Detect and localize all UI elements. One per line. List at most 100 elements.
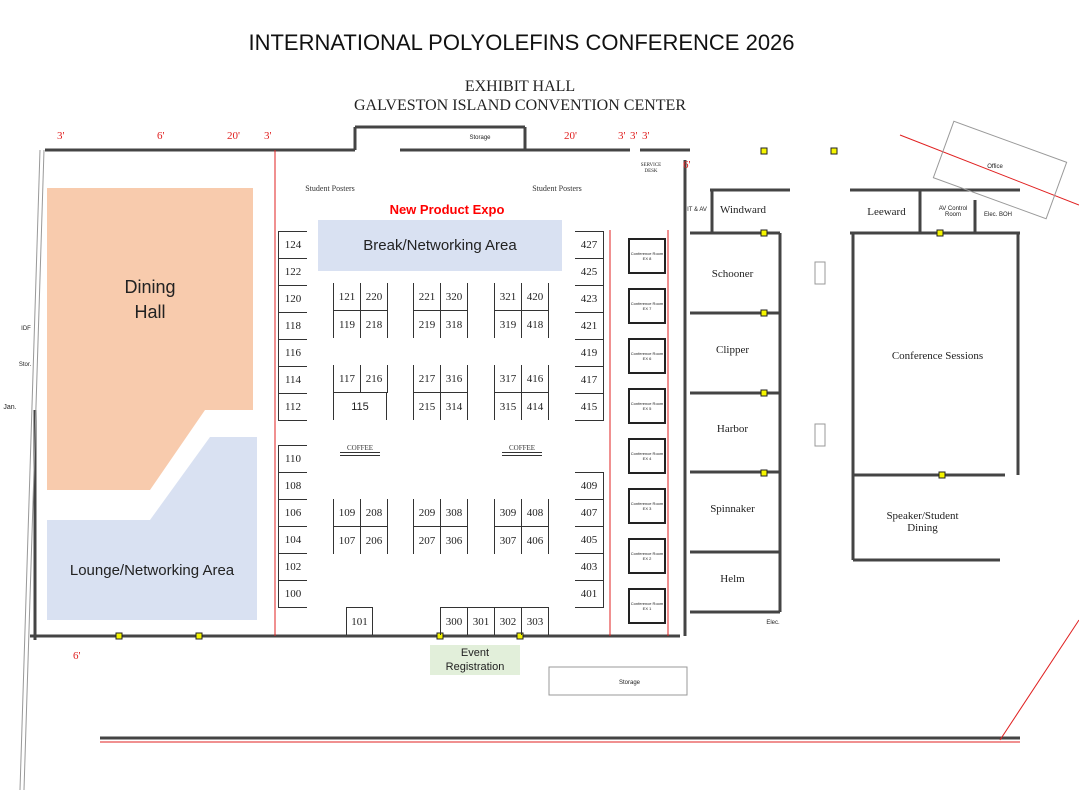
booth[interactable]: 208 [360, 499, 388, 527]
dimension-label: 3' [618, 130, 626, 142]
room-spinnaker: Spinnaker [710, 503, 755, 515]
booth[interactable]: 119 [333, 310, 361, 338]
booth[interactable]: 318 [440, 310, 468, 338]
booth[interactable]: 321 [494, 283, 522, 311]
dining-hall-area [47, 188, 253, 490]
booth[interactable]: 118 [278, 312, 307, 340]
conference-room[interactable]: Conference Room EX 4 [628, 438, 666, 474]
booth[interactable]: 425 [575, 258, 604, 286]
booth[interactable]: 320 [440, 283, 468, 311]
booth[interactable]: 401 [575, 580, 604, 608]
conference-room[interactable]: Conference Room EX 5 [628, 388, 666, 424]
room-av-control: AV Control Room [938, 206, 968, 218]
booth[interactable]: 104 [278, 526, 307, 554]
booth[interactable]: 416 [521, 365, 549, 393]
booth[interactable]: 216 [360, 365, 388, 393]
conference-room[interactable]: Conference Room EX 7 [628, 288, 666, 324]
booth[interactable]: 117 [333, 365, 361, 393]
booth[interactable]: 220 [360, 283, 388, 311]
page-title: INTERNATIONAL POLYOLEFINS CONFERENCE 202… [248, 30, 795, 55]
room-jan: Jan. [3, 404, 17, 411]
booth[interactable]: 418 [521, 310, 549, 338]
room-helm: Helm [720, 573, 745, 585]
dimension-label: 3' [630, 130, 638, 142]
booth[interactable]: 114 [278, 366, 307, 394]
dimension-label: 20' [227, 130, 240, 142]
booth[interactable]: 112 [278, 393, 307, 421]
conference-room[interactable]: Conference Room EX 1 [628, 588, 666, 624]
booth[interactable]: 420 [521, 283, 549, 311]
room-elec-boh: Elec. BOH [983, 212, 1012, 218]
booth[interactable]: 407 [575, 499, 604, 527]
booth[interactable]: 100 [278, 580, 307, 608]
booth[interactable]: 217 [413, 365, 441, 393]
booth[interactable]: 110 [278, 445, 307, 473]
booth[interactable]: 415 [575, 393, 604, 421]
booth[interactable]: 419 [575, 339, 604, 367]
booth[interactable]: 221 [413, 283, 441, 311]
dining-hall-label: Dining Hall [124, 277, 176, 322]
coffee-station-right: COFFEE [502, 444, 542, 456]
booth[interactable]: 406 [521, 526, 549, 554]
room-elec: Elec. [766, 620, 780, 626]
dimension-label: 6' [683, 159, 691, 171]
booth[interactable]: 107 [333, 526, 361, 554]
conference-room[interactable]: Conference Room EX 3 [628, 488, 666, 524]
coffee-station-left: COFFEE [340, 444, 380, 456]
booth[interactable]: 106 [278, 499, 307, 527]
room-schooner: Schooner [711, 268, 754, 280]
booth[interactable]: 109 [333, 499, 361, 527]
booth[interactable]: 300 [440, 607, 468, 635]
venue-title: GALVESTON ISLAND CONVENTION CENTER [354, 97, 686, 114]
booth[interactable]: 319 [494, 310, 522, 338]
booth[interactable]: 309 [494, 499, 522, 527]
conference-room[interactable]: Conference Room EX 6 [628, 338, 666, 374]
booth[interactable]: 417 [575, 366, 604, 394]
booth[interactable]: 409 [575, 472, 604, 500]
booth[interactable]: 308 [440, 499, 468, 527]
booth[interactable]: 122 [278, 258, 307, 286]
break-networking-area: Break/Networking Area [318, 220, 562, 271]
booth[interactable]: 314 [440, 392, 468, 420]
room-harbor: Harbor [716, 423, 749, 435]
booth[interactable]: 315 [494, 392, 522, 420]
booth[interactable]: 207 [413, 526, 441, 554]
booth[interactable]: 307 [494, 526, 522, 554]
booth[interactable]: 403 [575, 553, 604, 581]
booth[interactable]: 121 [333, 283, 361, 311]
dimension-label: 20' [564, 130, 577, 142]
booth[interactable]: 102 [278, 553, 307, 581]
event-registration: Event Registration [430, 645, 520, 675]
room-stor: Stor. [18, 362, 32, 368]
booth[interactable]: 302 [494, 607, 522, 635]
booth[interactable]: 116 [278, 339, 307, 367]
booth[interactable]: 423 [575, 285, 604, 313]
booth[interactable]: 215 [413, 392, 441, 420]
booth[interactable]: 405 [575, 526, 604, 554]
booth[interactable]: 219 [413, 310, 441, 338]
booth[interactable]: 209 [413, 499, 441, 527]
booth[interactable]: 427 [575, 231, 604, 259]
booth[interactable]: 218 [360, 310, 388, 338]
booth[interactable]: 120 [278, 285, 307, 313]
booth[interactable]: 316 [440, 365, 468, 393]
booth[interactable]: 301 [467, 607, 495, 635]
room-speaker-dining: Speaker/Student Dining [886, 510, 959, 534]
booth[interactable]: 306 [440, 526, 468, 554]
room-office: Office [987, 164, 1003, 170]
booth[interactable]: 101 [346, 607, 373, 635]
room-leeward: Leeward [867, 206, 906, 218]
booth[interactable]: 124 [278, 231, 307, 259]
student-posters-left: Student Posters [305, 184, 355, 193]
booth[interactable]: 108 [278, 472, 307, 500]
booth[interactable]: 408 [521, 499, 549, 527]
booth[interactable]: 317 [494, 365, 522, 393]
booth[interactable]: 115 [333, 392, 387, 420]
conference-room[interactable]: Conference Room EX 8 [628, 238, 666, 274]
booth[interactable]: 206 [360, 526, 388, 554]
booth[interactable]: 303 [521, 607, 549, 635]
booth[interactable]: 414 [521, 392, 549, 420]
conference-room[interactable]: Conference Room EX 2 [628, 538, 666, 574]
booth[interactable]: 421 [575, 312, 604, 340]
